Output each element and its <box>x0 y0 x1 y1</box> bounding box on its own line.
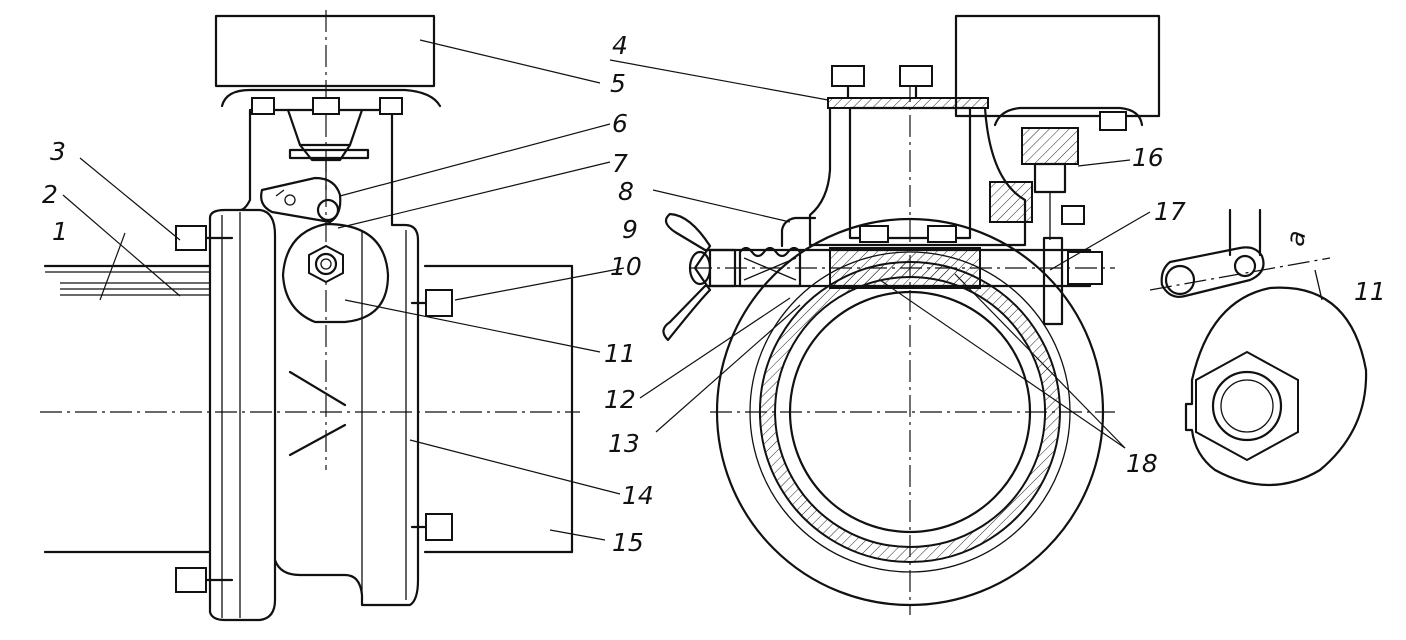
lever-assembly <box>260 176 342 224</box>
wing-nut <box>662 212 737 342</box>
clamp-bolts <box>175 225 453 593</box>
detail-nut <box>1195 350 1299 462</box>
shaft <box>690 225 1115 326</box>
cam-disk <box>281 222 390 324</box>
section-view <box>662 14 1161 615</box>
callout-11-side-view: 11 <box>604 339 636 368</box>
callout-15: 15 <box>612 528 644 557</box>
callout-labels: 1 2 3 4 5 6 7 8 9 10 11 12 13 14 15 16 1… <box>42 31 1386 557</box>
callout-10: 10 <box>610 252 642 281</box>
callout-1: 1 <box>52 217 68 246</box>
motor-box-section <box>954 14 1161 240</box>
motor-housing <box>214 14 442 190</box>
clamp-ring-outer <box>715 217 1105 607</box>
callout-4: 4 <box>612 31 628 60</box>
pipe-right-part <box>423 264 574 554</box>
spring <box>738 246 802 288</box>
callout-12: 12 <box>604 385 636 414</box>
callout-16: 16 <box>1132 143 1164 172</box>
callout-5: 5 <box>610 69 626 98</box>
leader-lines <box>62 39 1151 541</box>
callout-6: 6 <box>612 109 628 138</box>
pipe-left-part <box>43 264 212 554</box>
callout-18: 18 <box>1126 449 1158 478</box>
callout-11-detail-view: 11 <box>1354 277 1386 306</box>
callout-2: 2 <box>42 180 58 209</box>
callout-7: 7 <box>612 149 628 178</box>
pipe-wall-section <box>758 261 1061 563</box>
callout-14: 14 <box>622 481 654 510</box>
spring-bracket <box>780 216 817 248</box>
callout-13: 13 <box>608 429 640 458</box>
detail-view <box>1149 208 1368 486</box>
side-view <box>40 10 580 622</box>
detail-cam-disk <box>1184 286 1368 486</box>
callout-17: 17 <box>1154 197 1186 226</box>
callout-a-gap: a <box>1280 228 1311 248</box>
detail-lever <box>1160 246 1265 298</box>
callout-9: 9 <box>622 215 638 244</box>
clamp-body <box>208 108 420 622</box>
callout-3: 3 <box>50 137 66 166</box>
callout-8: 8 <box>618 177 634 206</box>
